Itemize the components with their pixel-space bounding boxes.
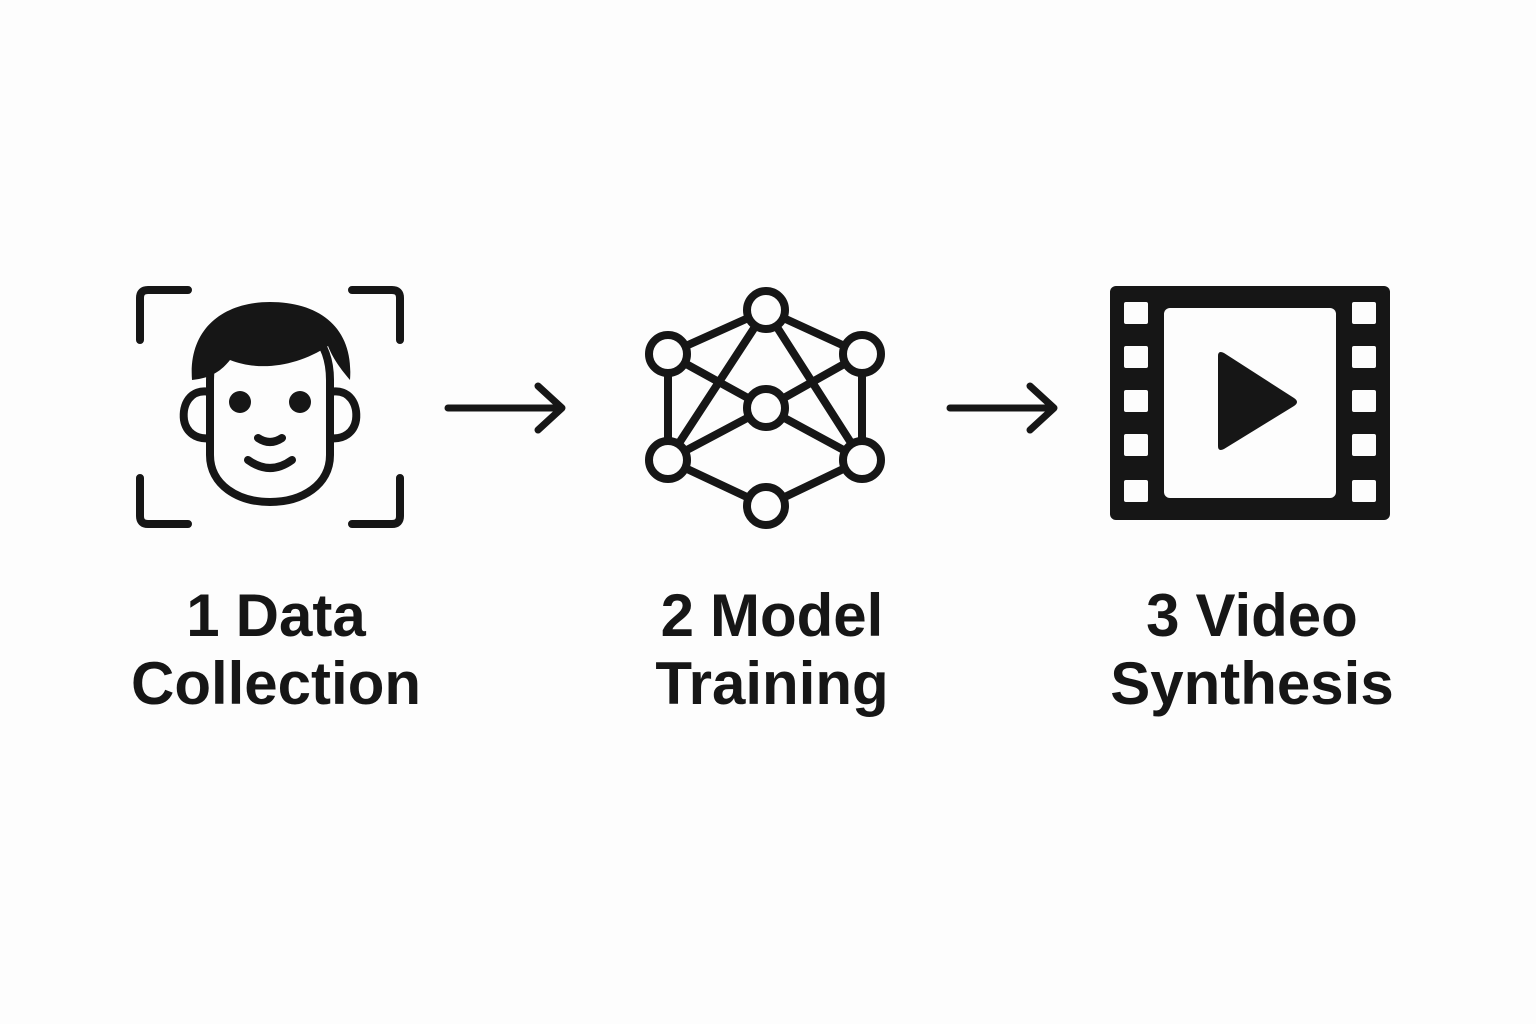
step-number: 3 (1146, 582, 1180, 649)
arrow-right-icon (444, 382, 566, 434)
arrow-right-icon (946, 382, 1058, 434)
face-scan-icon (136, 286, 404, 528)
step-title-word: Model (710, 582, 884, 649)
step-title-line-2: Collection (130, 650, 421, 717)
step-title-line-2: Synthesis (1110, 650, 1394, 717)
step-number: 2 (660, 582, 695, 649)
step-number: 1 (186, 582, 220, 649)
neural-network-icon (645, 287, 885, 529)
step-title-word: Data (235, 582, 366, 649)
step-title-word: Video (1195, 582, 1358, 649)
film-play-icon (1110, 286, 1390, 520)
step-title-line-2: Training (655, 650, 889, 717)
